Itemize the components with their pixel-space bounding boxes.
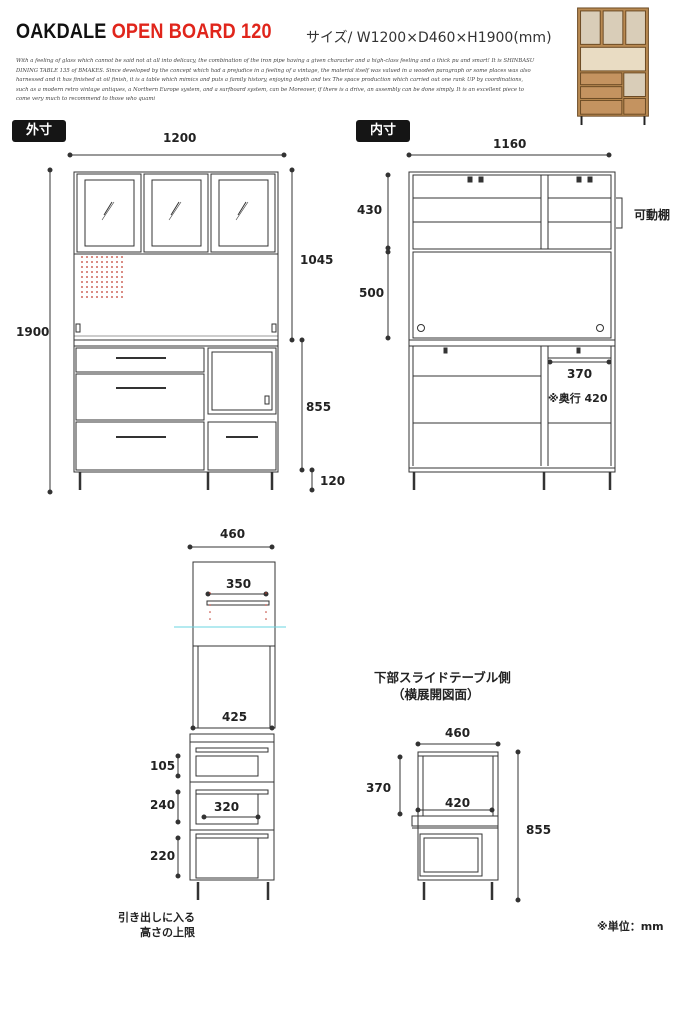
- ext-width-label: 1200: [163, 131, 197, 145]
- slide-table-drawing: [397, 741, 521, 903]
- drawer-note-line1: 引き出しに入る: [118, 911, 195, 924]
- int-upper-label: 430: [357, 203, 383, 217]
- slide-inner-label: 420: [445, 796, 471, 810]
- drawer-inner-label: 320: [214, 800, 240, 814]
- side-view-drawing: [174, 544, 286, 900]
- int-opening-label: 370: [567, 367, 593, 381]
- adjustable-shelf-label: 可動棚: [634, 208, 671, 222]
- product-thumbnail: [577, 7, 649, 126]
- product-description: With a feeling of glass which cannot be …: [16, 58, 535, 103]
- slide-title-line1: 下部スライドテーブル側: [374, 670, 511, 685]
- int-glass-label: 500: [359, 286, 385, 300]
- interior-badge: 内寸: [356, 120, 410, 142]
- exterior-badge: 外寸: [12, 120, 66, 142]
- slide-depth-label: 460: [445, 726, 471, 740]
- slide-title-line2: （横展開図面）: [392, 687, 480, 702]
- size-text: サイズ/ W1200×D460×H1900(mm): [306, 30, 552, 46]
- int-width-label: 1160: [493, 137, 527, 151]
- model-name: OPEN BOARD 120: [111, 20, 272, 43]
- brand-name: OAKDALE: [16, 20, 107, 43]
- int-depth-note: ※奥行 420: [548, 392, 608, 405]
- ext-lower-label: 855: [306, 400, 332, 414]
- slide-upper-label: 370: [366, 781, 392, 795]
- exterior-front-drawing: [47, 152, 315, 495]
- side-upper-inner-label: 350: [226, 577, 252, 591]
- ext-upper-label: 1045: [300, 253, 334, 267]
- drawer-note-line2: 高さの上限: [140, 926, 195, 939]
- side-depth-label: 460: [220, 527, 246, 541]
- interior-front-drawing: [385, 152, 623, 490]
- drawer3-label: 220: [150, 849, 176, 863]
- unit-note: ※単位：mm: [597, 920, 664, 933]
- drawer2-label: 240: [150, 798, 176, 812]
- product-title: OAKDALE OPEN BOARD 120: [16, 20, 272, 44]
- slide-height-label: 855: [526, 823, 552, 837]
- drawer1-label: 105: [150, 759, 176, 773]
- side-counter-depth-label: 425: [222, 710, 248, 724]
- ext-leg-label: 120: [320, 474, 346, 488]
- ext-height-label: 1900: [16, 325, 50, 339]
